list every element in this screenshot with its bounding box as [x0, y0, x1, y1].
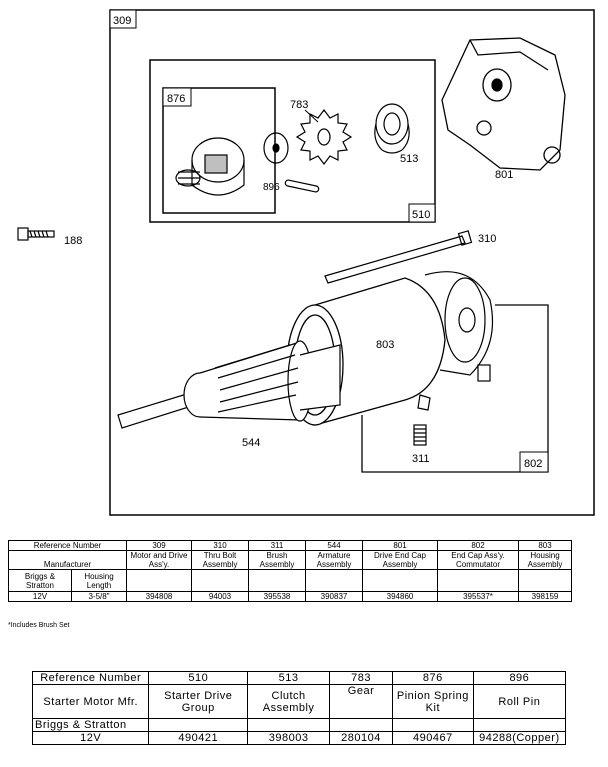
- voltage-cell-2: 12V: [31, 731, 150, 745]
- ref-510: 510: [148, 671, 249, 685]
- part-896: 94288(Copper): [472, 731, 567, 745]
- label-311: 311: [412, 453, 430, 465]
- starter-mfr-header: Starter Motor Mfr.: [31, 684, 150, 719]
- brush-set-note: *Includes Brush Set: [8, 622, 70, 629]
- desc-896: Roll Pin: [472, 684, 567, 719]
- empty-cell: [248, 569, 306, 592]
- ref-783: 783: [329, 671, 393, 685]
- length-cell: 3-5/8": [71, 591, 127, 602]
- roll-pin-part: [284, 179, 320, 193]
- empty-cell: [518, 569, 572, 592]
- desc-802: End Cap Ass'y. Commutator: [437, 550, 519, 570]
- pinion-part: [175, 137, 245, 196]
- label-802: 802: [524, 458, 542, 470]
- brush-part: [413, 424, 427, 446]
- empty-cell: [247, 718, 331, 732]
- desc-510: Starter Drive Group: [148, 684, 249, 719]
- label-188: 188: [64, 235, 82, 247]
- empty-cell: [305, 569, 363, 592]
- label-876: 876: [167, 93, 185, 105]
- gear-part: [295, 109, 353, 165]
- desc-783: Gear: [329, 684, 393, 719]
- drive-end-cap-part: [441, 37, 566, 171]
- label-801: 801: [495, 169, 513, 181]
- part-510: 490421: [148, 731, 249, 745]
- pinion-frame: [162, 87, 276, 214]
- empty-cell: [391, 718, 474, 732]
- assembly-label-box: [109, 9, 137, 29]
- ref-801: 801: [362, 540, 438, 551]
- housing-length-header: Housing Length: [71, 569, 127, 592]
- label-309: 309: [113, 15, 131, 27]
- armature-part: [117, 340, 341, 429]
- ref-513: 513: [247, 671, 331, 685]
- empty-cell: [362, 569, 438, 592]
- label-513: 513: [400, 153, 418, 165]
- ref-309: 309: [126, 540, 192, 551]
- briggs-header-2: Briggs & Stratton: [31, 718, 150, 732]
- label-544: 544: [242, 437, 260, 449]
- empty-cell: [191, 569, 249, 592]
- desc-309: Motor and Drive Ass'y.: [126, 550, 192, 570]
- desc-311: Brush Assembly: [248, 550, 306, 570]
- briggs-header: Briggs & Stratton: [8, 569, 72, 592]
- part-544: 390837: [305, 591, 363, 602]
- part-309: 394808: [126, 591, 192, 602]
- manufacturer-label: Manufacturer: [43, 560, 92, 569]
- empty-cell: [437, 569, 519, 592]
- ref-876: 876: [391, 671, 474, 685]
- washer-part: [263, 132, 289, 164]
- ref-number-header: Reference Number: [8, 540, 127, 551]
- end-cap-label-box: [519, 451, 549, 473]
- pinion-label-box: [162, 87, 192, 107]
- voltage-cell: 12V: [8, 591, 72, 602]
- ref-310: 310: [191, 540, 249, 551]
- empty-cell: [148, 718, 249, 732]
- part-803: 398159: [518, 591, 572, 602]
- ref-544: 544: [305, 540, 363, 551]
- empty-cell: [329, 718, 393, 732]
- empty-cell: [126, 569, 192, 592]
- desc-513: Clutch Assembly: [247, 684, 331, 719]
- end-cap-commutator-part: [417, 271, 494, 411]
- label-896: 896: [263, 182, 280, 193]
- part-802: 395537*: [437, 591, 519, 602]
- drive-kit-frame: [149, 59, 436, 223]
- part-801: 394860: [362, 591, 438, 602]
- parts-table-motor: Reference Number 309 310 311 544 801 802…: [8, 540, 572, 602]
- desc-876: Pinion Spring Kit: [391, 684, 474, 719]
- label-310: 310: [478, 233, 496, 245]
- desc-803: Housing Assembly: [518, 550, 572, 570]
- parts-table-drive: Reference Number 510 513 783 876 896 Sta…: [31, 671, 567, 745]
- part-513: 398003: [247, 731, 331, 745]
- part-876: 490467: [391, 731, 474, 745]
- ref-896: 896: [472, 671, 567, 685]
- ref-number-header-2: Reference Number: [31, 671, 150, 685]
- screw-part: [17, 227, 55, 241]
- label-803: 803: [376, 339, 394, 351]
- empty-cell: [472, 718, 567, 732]
- desc-544: Armature Assembly: [305, 550, 363, 570]
- drive-kit-label-box: [408, 203, 436, 223]
- desc-310: Thru Bolt Assembly: [191, 550, 249, 570]
- desc-801: Drive End Cap Assembly: [362, 550, 438, 570]
- thru-bolt-part: [324, 230, 473, 284]
- part-310: 94003: [191, 591, 249, 602]
- label-510: 510: [412, 209, 430, 221]
- ref-803: 803: [518, 540, 572, 551]
- label-783: 783: [290, 99, 308, 111]
- part-783: 280104: [329, 731, 393, 745]
- gear-leader: [304, 109, 319, 123]
- manufacturer-header: Manufacturer: [8, 550, 127, 570]
- clutch-part: [374, 103, 410, 154]
- exploded-parts-diagram: 309 510 876 783 896 513: [17, 9, 595, 516]
- ref-311: 311: [248, 540, 306, 551]
- part-311: 395538: [248, 591, 306, 602]
- ref-802: 802: [437, 540, 519, 551]
- assembly-frame: [109, 9, 595, 516]
